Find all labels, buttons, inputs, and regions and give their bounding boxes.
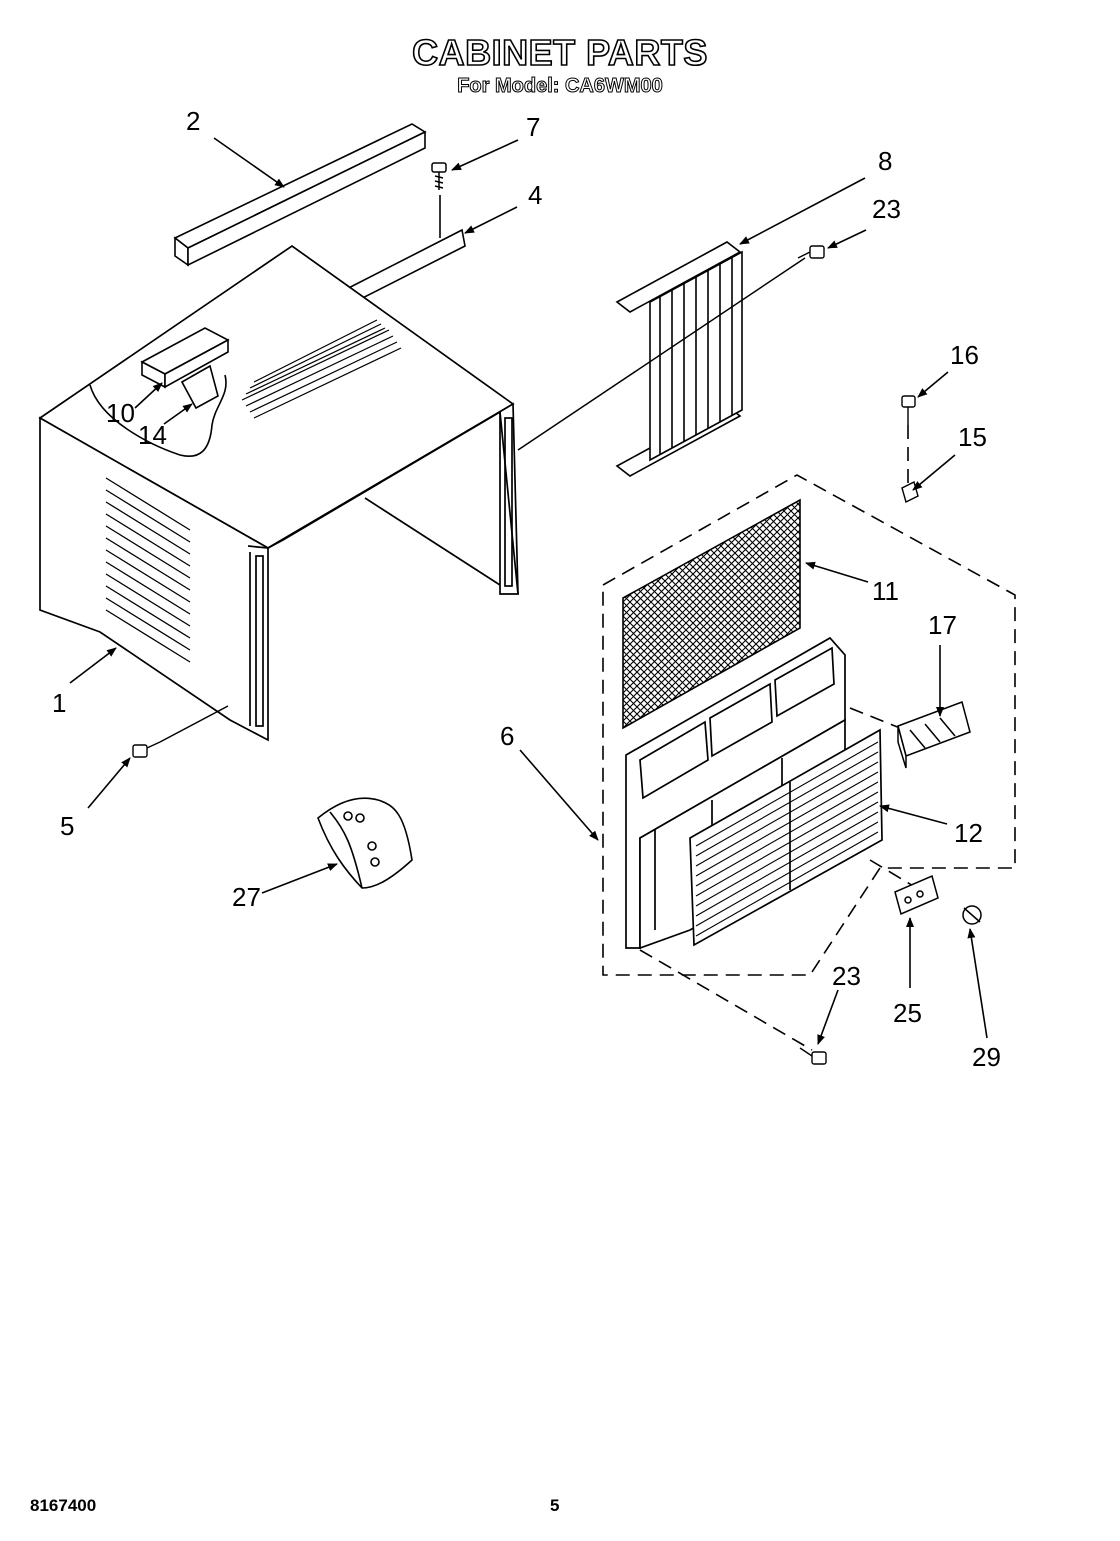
screw-part-16 — [901, 395, 916, 425]
cabinet-side-louvers — [105, 477, 191, 663]
callout-label: 25 — [893, 998, 922, 1028]
callout-arrows — [69, 137, 988, 1045]
callout-label: 7 — [526, 112, 540, 142]
callout-label: 1 — [52, 688, 66, 718]
callout-label: 27 — [232, 882, 261, 912]
clip-part-15 — [901, 480, 919, 504]
connector-lines — [517, 257, 806, 451]
cabinet-top-vents — [241, 319, 402, 419]
support-bracket-part-27 — [317, 797, 413, 889]
screw-part-5 — [132, 741, 161, 758]
mesh-filter-part — [622, 498, 801, 730]
callout-label: 11 — [872, 576, 899, 606]
callout-label: 5 — [60, 811, 74, 841]
knob-part-29 — [962, 905, 982, 925]
callout-label: 16 — [950, 340, 979, 370]
callout-label: 17 — [928, 610, 957, 640]
callout-label: 29 — [972, 1042, 1001, 1072]
callout-label: 2 — [186, 106, 200, 136]
callout-label: 14 — [138, 420, 167, 450]
insulation-parts — [89, 327, 230, 457]
callout-label: 6 — [500, 721, 514, 751]
document-number: 8167400 — [30, 1496, 97, 1515]
top-rail-part — [173, 123, 427, 267]
callout-label: 12 — [954, 818, 983, 848]
screw-part-7 — [431, 162, 447, 190]
louver-part-17 — [897, 701, 971, 769]
screw-part-23-upper — [797, 245, 825, 259]
callout-label: 4 — [528, 180, 542, 210]
bracket-part-25 — [894, 874, 939, 916]
side-curtain-part — [615, 241, 743, 477]
callout-label: 10 — [106, 398, 135, 428]
page-title: CABINET PARTS — [411, 31, 708, 74]
model-subtitle: For Model: CA6WM00 — [457, 75, 664, 98]
page-number: 5 — [550, 1496, 560, 1515]
callout-label: 15 — [958, 422, 987, 452]
callout-label: 23 — [832, 961, 861, 991]
front-grille-part — [689, 728, 883, 947]
callout-label: 8 — [878, 146, 892, 176]
screw-part-23-lower — [799, 1047, 827, 1065]
callout-label: 23 — [872, 194, 901, 224]
